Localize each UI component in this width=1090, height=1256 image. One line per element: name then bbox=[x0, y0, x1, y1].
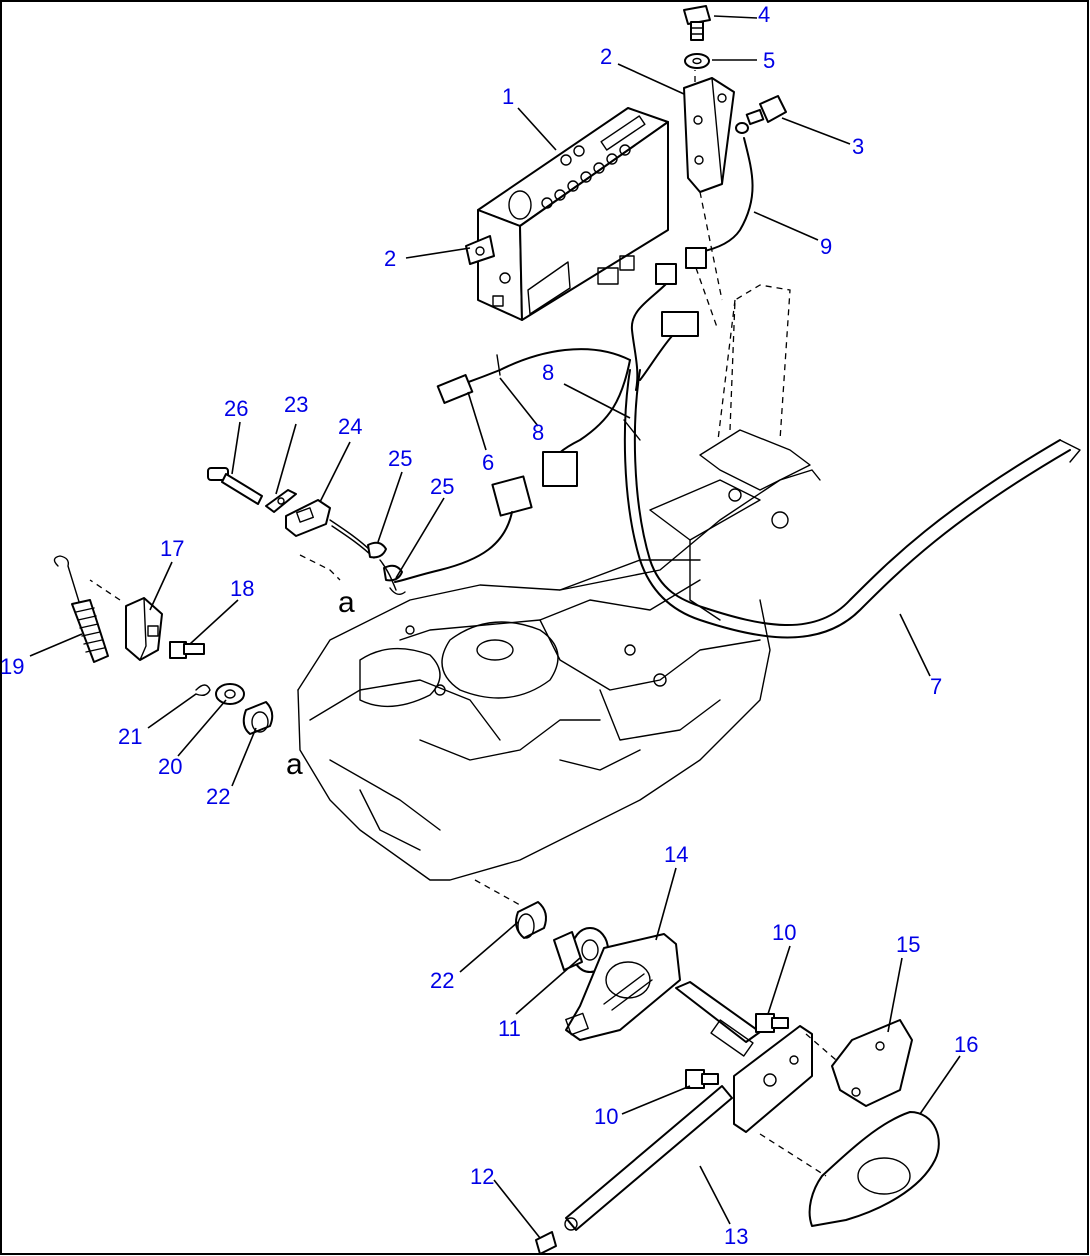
reference-a-lower: a bbox=[286, 748, 303, 781]
bushing-22-lower bbox=[474, 879, 547, 939]
clip-21 bbox=[195, 684, 211, 697]
callout-21: 21 bbox=[118, 724, 142, 749]
callout-6: 6 bbox=[482, 450, 494, 475]
callout-20: 20 bbox=[158, 754, 182, 779]
callout-17: 17 bbox=[160, 536, 184, 561]
bolt-10-upper bbox=[755, 1013, 789, 1033]
harness-6 bbox=[394, 348, 1081, 639]
callout-13: 13 bbox=[724, 1224, 748, 1249]
bracket-upper bbox=[683, 70, 735, 301]
callout-22-upper: 22 bbox=[206, 784, 230, 809]
bolt-10-lower bbox=[685, 1069, 719, 1089]
bolt-4 bbox=[683, 5, 711, 41]
callout-2-left: 2 bbox=[384, 246, 396, 271]
callout-23: 23 bbox=[284, 392, 308, 417]
bushing-22-upper bbox=[242, 701, 274, 735]
bolt-3 bbox=[735, 95, 787, 134]
chassis-frame bbox=[297, 284, 821, 881]
bolt-18 bbox=[169, 641, 205, 659]
cover-16 bbox=[759, 1111, 940, 1227]
callout-12: 12 bbox=[470, 1164, 494, 1189]
callout-10-lower: 10 bbox=[594, 1104, 618, 1129]
callout-16: 16 bbox=[954, 1032, 978, 1057]
callout-25-lower: 25 bbox=[430, 474, 454, 499]
callout-15: 15 bbox=[896, 932, 920, 957]
callout-14: 14 bbox=[664, 842, 688, 867]
callout-24: 24 bbox=[338, 414, 362, 439]
callout-19: 19 bbox=[0, 654, 24, 679]
shaft-13 bbox=[564, 1085, 733, 1231]
monitor-panel bbox=[465, 107, 669, 321]
callout-2-top: 2 bbox=[600, 44, 612, 69]
washer-5 bbox=[684, 53, 710, 69]
switch-24 bbox=[285, 499, 406, 596]
callout-4: 4 bbox=[758, 2, 770, 27]
callout-labels: 1 2 2 3 4 5 6 7 8 8 9 10 10 11 12 13 14 … bbox=[0, 2, 978, 1249]
callout-26: 26 bbox=[224, 396, 248, 421]
harness-9 bbox=[630, 137, 754, 391]
plate-23 bbox=[265, 489, 297, 513]
callout-25-upper: 25 bbox=[388, 446, 412, 471]
callout-18: 18 bbox=[230, 576, 254, 601]
callout-8-lower: 8 bbox=[532, 420, 544, 445]
bolt-12 bbox=[535, 1231, 557, 1255]
spring-19 bbox=[53, 555, 109, 663]
bracket-17 bbox=[89, 579, 163, 661]
bolt-26 bbox=[207, 467, 263, 505]
lever-14 bbox=[565, 933, 681, 1041]
callout-11: 11 bbox=[498, 1016, 521, 1041]
callout-5: 5 bbox=[763, 48, 775, 73]
callout-1: 1 bbox=[502, 84, 514, 109]
washer-20 bbox=[215, 683, 245, 705]
callout-9: 9 bbox=[820, 234, 832, 259]
callout-8-upper: 8 bbox=[542, 360, 554, 385]
reference-a-upper: a bbox=[338, 586, 355, 619]
callout-3: 3 bbox=[852, 134, 864, 159]
callout-22-lower: 22 bbox=[430, 968, 454, 993]
arm-assembly bbox=[675, 981, 813, 1133]
leader-lines bbox=[29, 15, 961, 1239]
callout-7: 7 bbox=[930, 674, 942, 699]
callout-10-upper: 10 bbox=[772, 920, 796, 945]
bracket-15 bbox=[805, 1019, 913, 1107]
